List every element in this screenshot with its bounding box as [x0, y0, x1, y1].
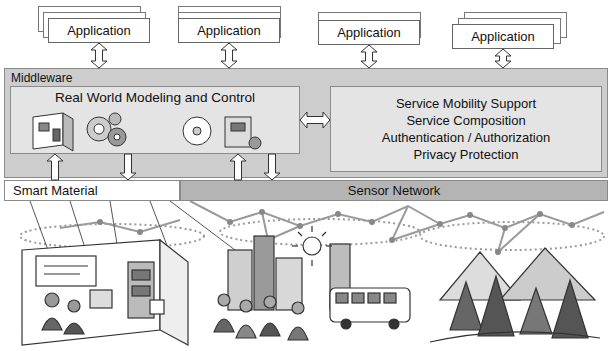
node-label: Privacy Protection — [414, 146, 519, 163]
block-arrow — [361, 45, 377, 68]
modeling-box: Real World Modeling and Control — [10, 86, 300, 154]
node-label: Sensor Network — [348, 183, 440, 198]
application-box: Application — [318, 20, 420, 45]
service-box: Service Mobility SupportService Composit… — [330, 86, 602, 172]
node-label: Real World Modeling and Control — [11, 90, 299, 105]
node-label: Application — [471, 29, 535, 44]
smart-material-bar: Smart Material — [4, 180, 180, 201]
node-label: Application — [197, 23, 261, 38]
node-label: Service Mobility Support — [396, 95, 536, 112]
node-label: Smart Material — [13, 183, 98, 198]
block-arrow — [120, 154, 136, 180]
block-arrow — [230, 154, 246, 180]
sensor-network-bar: Sensor Network — [180, 180, 608, 201]
application-box: Application — [178, 18, 280, 43]
application-box: Application — [452, 24, 554, 49]
block-arrow — [264, 154, 280, 180]
middleware-band: MiddlewareReal World Modeling and Contro… — [4, 68, 608, 178]
block-arrow — [495, 49, 511, 68]
node-label: Service Composition — [406, 112, 525, 129]
block-arrow — [300, 112, 330, 128]
block-arrow — [47, 154, 63, 180]
application-box: Application — [48, 18, 150, 43]
node-label: Middleware — [11, 71, 601, 85]
block-arrow — [91, 43, 107, 68]
node-label: Application — [337, 25, 401, 40]
node-label: Application — [67, 23, 131, 38]
node-label: Authentication / Authorization — [382, 129, 550, 146]
block-arrow — [221, 43, 237, 68]
